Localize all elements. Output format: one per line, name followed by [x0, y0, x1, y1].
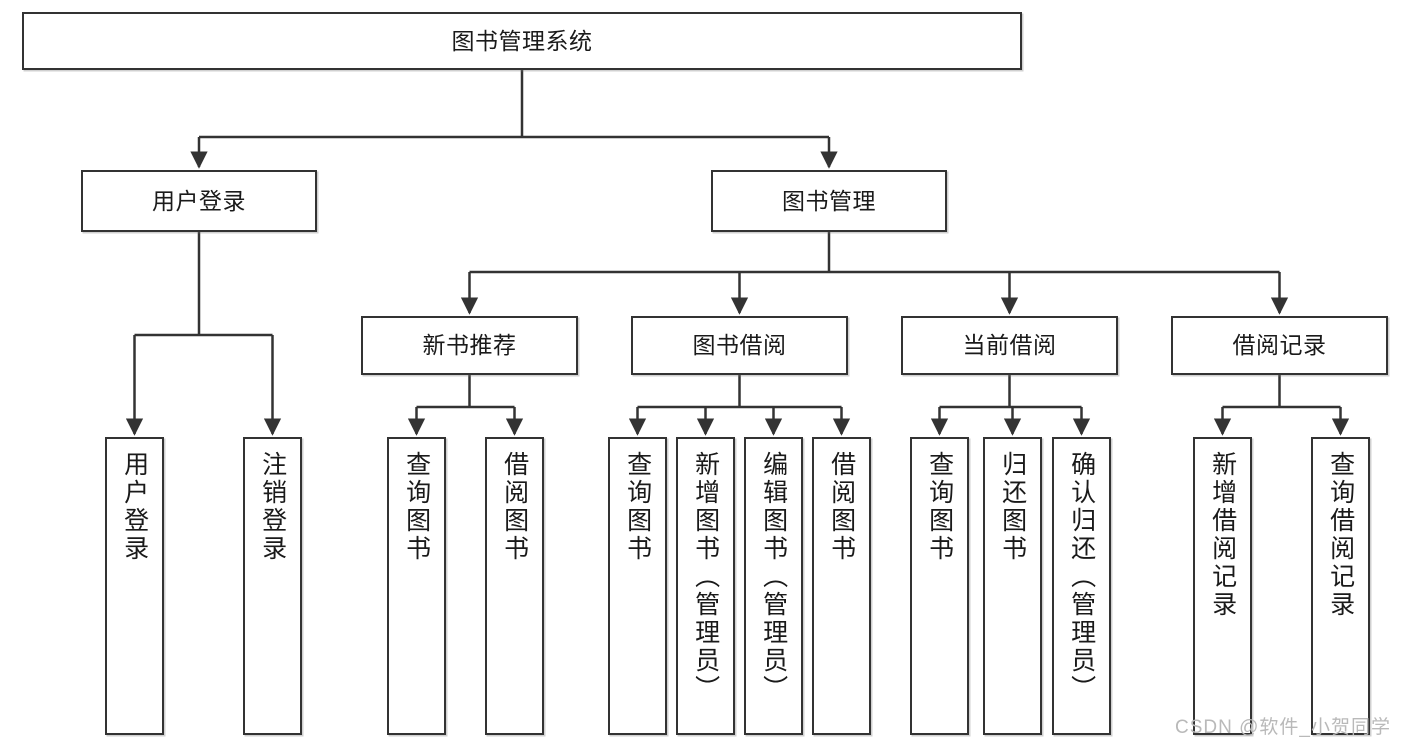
node-leaf-borrow-book-rec[interactable]: 借阅图书	[485, 437, 544, 735]
node-user-login[interactable]: 用户登录	[81, 170, 317, 232]
node-leaf-query-book-rec[interactable]: 查询图书	[387, 437, 446, 735]
node-label-root: 图书管理系统	[451, 27, 593, 54]
node-leaf-query-book-borrow[interactable]: 查询图书	[608, 437, 667, 735]
node-label-book-management: 图书管理	[782, 187, 876, 214]
node-label-book-borrow: 图书借阅	[692, 332, 787, 358]
node-label-current-borrow: 当前借阅	[962, 332, 1057, 358]
node-root[interactable]: 图书管理系统	[22, 12, 1022, 70]
node-label-leaf-query-book-current: 查询图书	[925, 451, 954, 563]
node-label-new-book-recommend: 新书推荐	[422, 332, 517, 358]
node-label-leaf-borrow-book: 借阅图书	[827, 451, 856, 563]
node-leaf-add-book[interactable]: 新增图书（管理员）	[676, 437, 735, 735]
node-leaf-query-borrow-record[interactable]: 查询借阅记录	[1311, 437, 1370, 735]
node-label-leaf-confirm-return: 确认归还（管理员）	[1067, 451, 1096, 703]
node-current-borrow[interactable]: 当前借阅	[901, 316, 1118, 375]
node-label-leaf-query-book-borrow: 查询图书	[623, 451, 652, 563]
node-leaf-user-login[interactable]: 用户登录	[105, 437, 164, 735]
node-leaf-logout[interactable]: 注销登录	[243, 437, 302, 735]
node-label-leaf-borrow-book-rec: 借阅图书	[500, 451, 529, 563]
node-book-management[interactable]: 图书管理	[711, 170, 947, 232]
node-label-leaf-add-book: 新增图书（管理员）	[691, 451, 720, 703]
node-leaf-return-book[interactable]: 归还图书	[983, 437, 1042, 735]
node-label-leaf-query-book-rec: 查询图书	[402, 451, 431, 563]
node-leaf-confirm-return[interactable]: 确认归还（管理员）	[1052, 437, 1111, 735]
node-label-leaf-return-book: 归还图书	[998, 451, 1027, 563]
node-leaf-borrow-book[interactable]: 借阅图书	[812, 437, 871, 735]
node-borrow-record[interactable]: 借阅记录	[1171, 316, 1388, 375]
node-leaf-query-book-current[interactable]: 查询图书	[910, 437, 969, 735]
node-label-leaf-edit-book: 编辑图书（管理员）	[759, 451, 788, 703]
node-new-book-recommend[interactable]: 新书推荐	[361, 316, 578, 375]
node-label-user-login: 用户登录	[152, 187, 246, 214]
node-label-leaf-user-login: 用户登录	[120, 451, 149, 563]
csdn-watermark: CSDN @软件_小贺同学	[1175, 717, 1391, 738]
node-label-leaf-add-borrow-record: 新增借阅记录	[1208, 451, 1237, 619]
node-leaf-add-borrow-record[interactable]: 新增借阅记录	[1193, 437, 1252, 735]
node-label-borrow-record: 借阅记录	[1232, 332, 1327, 358]
node-label-leaf-query-borrow-record: 查询借阅记录	[1326, 451, 1355, 619]
node-label-leaf-logout: 注销登录	[258, 451, 287, 563]
node-book-borrow[interactable]: 图书借阅	[631, 316, 848, 375]
node-leaf-edit-book[interactable]: 编辑图书（管理员）	[744, 437, 803, 735]
